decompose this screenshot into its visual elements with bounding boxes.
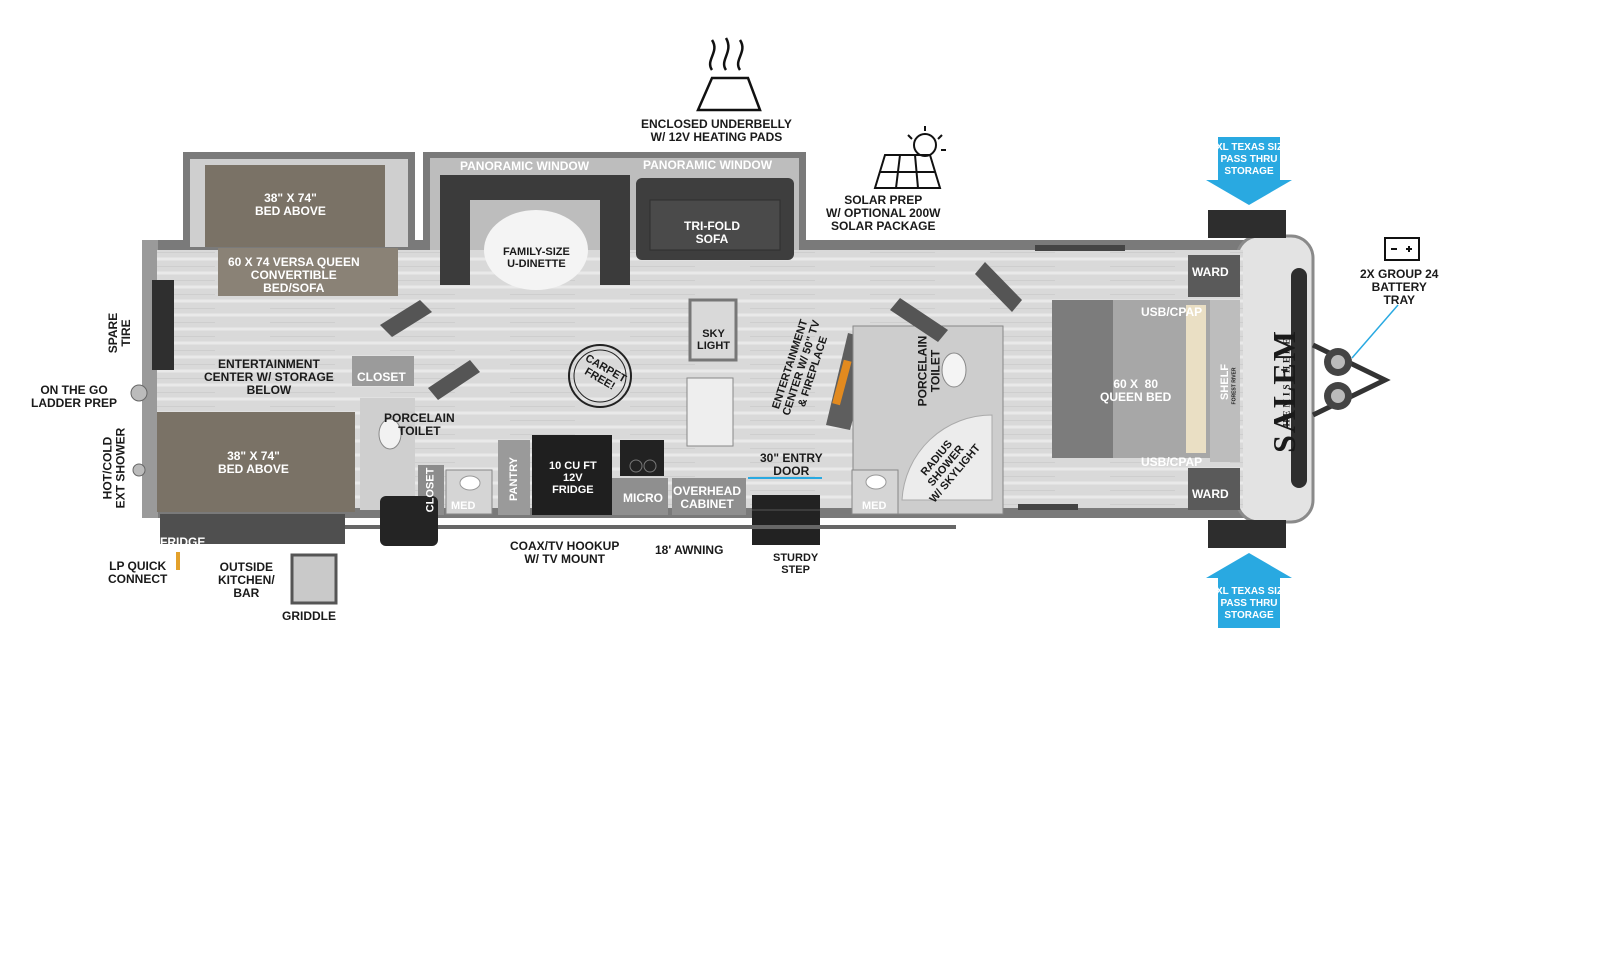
- spare-tire-label: SPARE TIRE: [106, 312, 134, 354]
- usb-cpap-bottom-label: USB/CPAP: [1141, 455, 1203, 469]
- overhead-cabinet: [672, 478, 746, 515]
- wardrobe-top: [1188, 255, 1240, 297]
- overhead-cabinet-label: OVERHEAD CABINET: [673, 484, 742, 511]
- bed-above-bottom-label: 38" X 74" BED ABOVE: [218, 449, 289, 476]
- fridge-12v: [532, 435, 612, 515]
- wardrobe-bottom: [1188, 468, 1240, 510]
- sturdy-step-label: STURDY STEP: [773, 552, 819, 576]
- battery-label: 2X GROUP 24 BATTERY TRAY: [1360, 267, 1439, 307]
- micro-label: MICRO: [623, 491, 663, 505]
- ladder-label: ON THE GO LADDER PREP: [31, 383, 118, 410]
- sturdy-step: [752, 495, 820, 545]
- xl-storage-bottom-label: XL TEXAS SIZE PASS THRU STORAGE: [1216, 586, 1290, 621]
- tri-fold-sofa-label: TRI-FOLD SOFA: [684, 219, 740, 246]
- porcelain-toilet-2-label: PORCELAIN TOILET: [915, 335, 943, 407]
- porcelain-toilet-1-label: PORCELAIN TOILET: [384, 411, 455, 438]
- ward-top-label: WARD: [1192, 265, 1229, 279]
- ext-shower-label: HOT/COLD EXT SHOWER: [100, 427, 128, 509]
- bed-above-top: [205, 165, 385, 247]
- carpet-free-icon: [568, 344, 632, 408]
- underbelly-label: ENCLOSED UNDERBELLY W/ 12V HEATING PADS: [641, 117, 792, 144]
- outside-fridge-label: FRIDGE: [160, 535, 206, 549]
- brand-sub: HEMISPHERE: [1281, 335, 1292, 427]
- micro-cab: [612, 478, 668, 515]
- usb-cpap-top-label: USB/CPAP: [1141, 305, 1203, 319]
- ent-center-left-label: ENTERTAINMENT CENTER W/ STORAGE BELOW: [204, 357, 334, 397]
- solar-label: SOLAR PREP W/ OPTIONAL 200W SOLAR PACKAG…: [826, 193, 941, 233]
- versa-queen-label: 60 X 74 VERSA QUEEN CONVERTIBLE BED/SOFA: [228, 255, 360, 295]
- outside-kitchen: [160, 514, 345, 544]
- bed-above-top-label: 38" X 74" BED ABOVE: [255, 191, 326, 218]
- skylight: [688, 298, 738, 362]
- lp-connect-label: LP QUICK CONNECT: [108, 559, 168, 586]
- queen-bed-label: 60 X 80 QUEEN BED: [1100, 377, 1172, 404]
- coax-label: COAX/TV HOOKUP W/ TV MOUNT: [510, 539, 620, 566]
- entry-door-label: 30" ENTRY DOOR: [760, 451, 823, 478]
- panoramic-window-2: PANORAMIC WINDOW: [643, 158, 773, 172]
- battery-icon: [1384, 237, 1420, 261]
- radius-shower: [901, 414, 993, 501]
- u-dinette-label: FAMILY-SIZE U-DINETTE: [503, 246, 570, 270]
- griddle-label: GRIDDLE: [282, 609, 336, 623]
- hitch: [1311, 342, 1391, 418]
- brand-top: FOREST RIVER: [1231, 367, 1238, 405]
- ward-bottom-label: WARD: [1192, 487, 1229, 501]
- closet-1-label: CLOSET: [357, 370, 406, 384]
- panoramic-window-1: PANORAMIC WINDOW: [460, 159, 590, 173]
- bed-above-bottom: [157, 412, 355, 512]
- closet-2-label: CLOSET: [424, 467, 437, 513]
- closet-1: [352, 356, 414, 386]
- heat-pad-icon: [696, 37, 762, 112]
- front-cap: [1208, 210, 1315, 548]
- med-1-label: MED: [451, 500, 476, 512]
- versa-queen-sofa: [218, 248, 398, 296]
- xl-storage-arrow-bottom: [1206, 553, 1292, 628]
- sky-light-label: SKY LIGHT: [697, 328, 730, 352]
- fridge-12v-label: 10 CU FT 12V FRIDGE: [549, 460, 597, 496]
- pantry-label: PANTRY: [508, 457, 520, 501]
- med-2-label: MED: [862, 500, 887, 512]
- cooktop: [620, 440, 664, 476]
- u-dinette: [440, 175, 630, 285]
- griddle: [290, 553, 338, 605]
- pantry: [498, 440, 530, 515]
- sink: [686, 377, 734, 447]
- outside-kitchen-label: OUTSIDE KITCHEN/ BAR: [218, 560, 275, 600]
- xl-storage-arrow-top: [1206, 137, 1292, 205]
- awning-label: 18' AWNING: [655, 543, 724, 557]
- xl-storage-top-label: XL TEXAS SIZE PASS THRU STORAGE: [1216, 142, 1290, 177]
- solar-panel-icon: [873, 126, 946, 189]
